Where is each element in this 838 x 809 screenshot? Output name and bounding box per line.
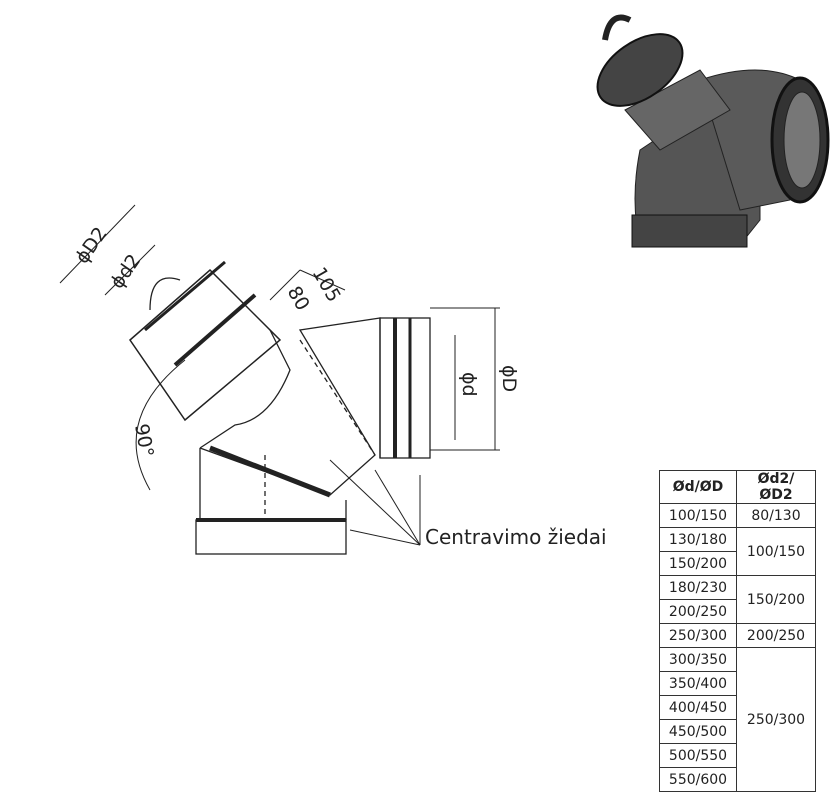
- cell-d2: 100/150: [736, 527, 816, 576]
- cell-d: 550/600: [659, 767, 737, 792]
- table-row: 500/550: [659, 743, 816, 768]
- table-row: 550/600: [659, 767, 816, 792]
- cell-d: 350/400: [659, 671, 737, 696]
- cell-d: 130/180: [659, 527, 737, 552]
- cell-d: 400/450: [659, 695, 737, 720]
- cell-d: 250/300: [659, 623, 737, 648]
- cell-d: 150/200: [659, 551, 737, 576]
- table-row: 450/500: [659, 719, 816, 744]
- dim-label-D: ϕD: [498, 365, 520, 392]
- header-d2-D2: Ød2/ØD2: [736, 470, 816, 504]
- angle-label-90: 90°: [130, 422, 158, 459]
- cell-d: 200/250: [659, 599, 737, 624]
- table-row: 200/250: [659, 599, 816, 624]
- product-3d-render: [596, 14, 830, 248]
- header-d-D: Ød/ØD: [659, 470, 737, 504]
- dim-label-d2: ϕd2: [106, 250, 145, 293]
- cell-d: 300/350: [659, 647, 737, 672]
- table-row: 350/400: [659, 671, 816, 696]
- cell-d2: 80/130: [736, 503, 816, 528]
- dim-label-80: 80: [283, 283, 314, 315]
- cell-d: 100/150: [659, 503, 737, 528]
- dim-label-d: ϕd: [458, 372, 480, 397]
- cell-d: 180/230: [659, 575, 737, 600]
- cell-d2: 150/200: [736, 575, 816, 624]
- cell-d2: 250/300: [736, 647, 816, 792]
- dim-label-105: 105: [308, 264, 345, 306]
- table-row: 400/450: [659, 695, 816, 720]
- cell-d: 500/550: [659, 743, 737, 768]
- centering-rings-callout: Centravimo žiedai: [425, 525, 607, 549]
- table-header-row: Ød/ØD Ød2/ØD2: [659, 470, 816, 504]
- elbow-outline: [129, 260, 431, 555]
- cell-d2: 200/250: [736, 623, 816, 648]
- table-row: 150/200: [659, 551, 816, 576]
- dim-label-D2: ϕD2: [71, 223, 112, 268]
- dimension-lines: [59, 204, 500, 546]
- cell-d: 450/500: [659, 719, 737, 744]
